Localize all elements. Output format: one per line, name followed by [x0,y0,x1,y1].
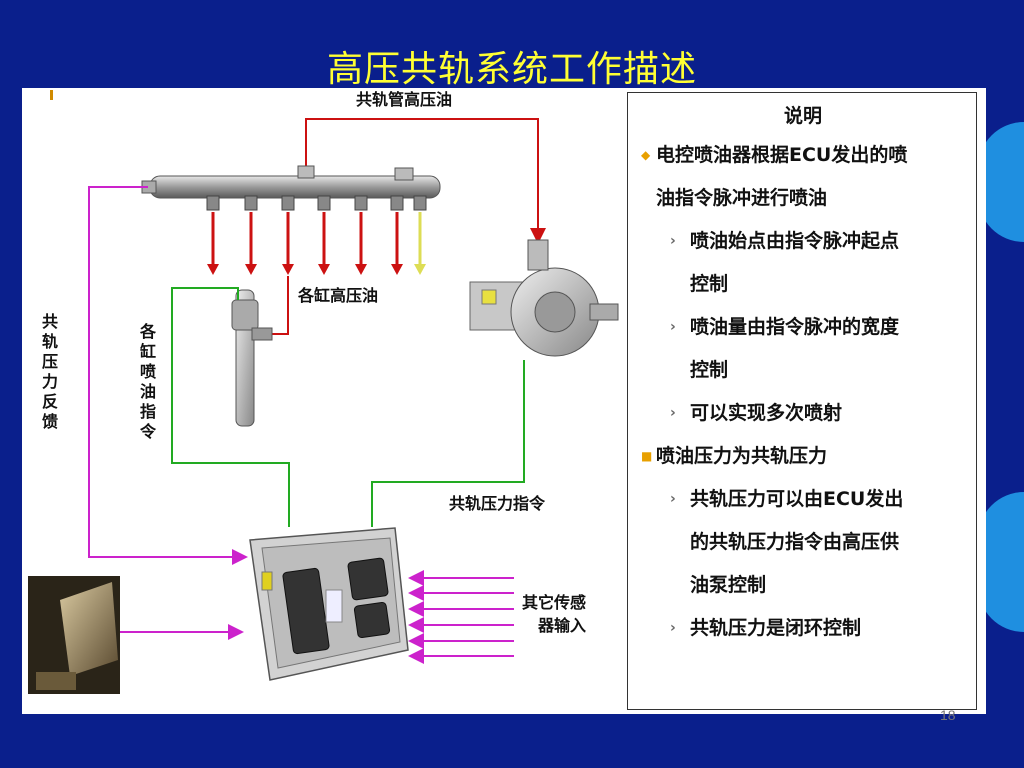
injector [231,289,273,427]
explanation-text: 共轨压力可以由ECU发出 [690,488,904,510]
slide-title: 高压共轨系统工作描述 [326,49,697,90]
explanation-text: 油泵控制 [690,574,767,596]
explanation-item-line: › 共轨压力可以由ECU发出 [640,478,966,521]
rail-pressure-command-line [371,360,525,527]
chevron-bullet-icon: › [670,405,676,421]
explanation-item-line: › 喷油始点由指令脉冲起点 [640,220,966,263]
explanation-item-line: 控制 [640,349,966,392]
explanation-item-line: 油指令脉冲进行喷油 [640,177,966,220]
rail-pressure-feedback-line [88,186,248,565]
explanation-text: 喷油量由指令脉冲的宽度 [690,316,900,338]
accelerator-pedal [28,576,120,694]
diamond-bullet-icon: ◆ [641,148,651,162]
chevron-bullet-icon: › [670,319,676,335]
corner-mark [50,90,53,100]
sensor-input-arrows [408,570,514,664]
ecu-unit [249,527,409,681]
explanation-text: 喷油压力为共轨压力 [656,445,828,467]
explanation-item-line: ◆ 电控喷油器根据ECU发出的喷 [640,134,966,177]
high-pressure-pump [469,239,619,357]
explanation-text: 控制 [690,359,729,381]
explanation-text: 电控喷油器根据ECU发出的喷 [656,144,908,166]
explanation-item-line: 的共轨压力指令由高压供 [640,521,966,564]
explanation-text: 的共轨压力指令由高压供 [690,531,900,553]
explanation-text: 可以实现多次喷射 [690,402,843,424]
label-rail-pressure-oil: 共轨管高压油 [356,90,453,109]
explanation-item-line: 油泵控制 [640,564,966,607]
explanation-item-line: › 可以实现多次喷射 [640,392,966,435]
chevron-bullet-icon: › [670,233,676,249]
explanation-text: 共轨压力是闭环控制 [690,617,862,639]
label-other-sensor-input-1: 其它传感 [522,593,587,612]
explanation-box: 说明 ◆ 电控喷油器根据ECU发出的喷油指令脉冲进行喷油 › 喷油始点由指令脉冲起点控… [627,92,977,710]
chevron-bullet-icon: › [670,620,676,636]
rail-to-pump-line [305,118,546,244]
explanation-heading: 说明 [783,105,822,127]
chevron-bullet-icon: › [670,491,676,507]
explanation-item-line: ■喷油压力为共轨压力 [640,435,966,478]
label-rail-pressure-command: 共轨压力指令 [449,494,546,513]
explanation-list: ◆ 电控喷油器根据ECU发出的喷油指令脉冲进行喷油 › 喷油始点由指令脉冲起点控制 › 喷… [640,134,966,650]
label-rail-pressure-feedback: 共轨压力反馈 [41,312,58,431]
page-number: 18 [940,707,956,723]
explanation-text: 油指令脉冲进行喷油 [656,187,828,209]
explanation-item-line: › 喷油量由指令脉冲的宽度 [640,306,966,349]
explanation-text: 喷油始点由指令脉冲起点 [690,230,900,252]
explanation-item-line: 控制 [640,263,966,306]
explanation-item-line: › 共轨压力是闭环控制 [640,607,966,650]
label-cylinder-injection-command: 各缸喷油指令 [139,322,156,441]
rail-outlet-arrows [211,212,399,266]
explanation-text: 控制 [690,273,729,295]
common-rail [141,165,441,211]
injection-command-line [171,287,290,527]
label-other-sensor-input-2: 器输入 [538,616,587,635]
square-bullet-icon: ■ [641,449,653,463]
rail-to-injector-line [268,276,289,335]
label-cylinder-pressure-oil: 各缸高压油 [298,286,379,305]
